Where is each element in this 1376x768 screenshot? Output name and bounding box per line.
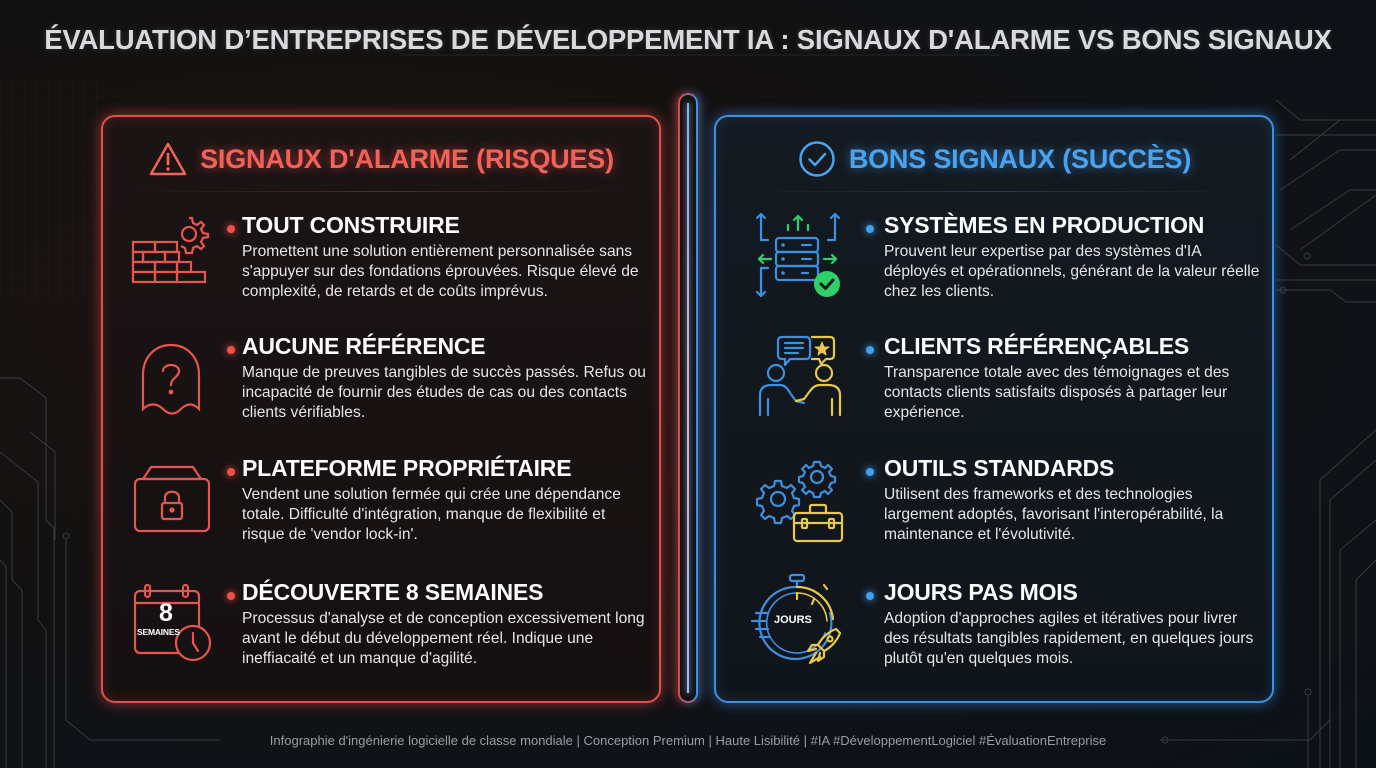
item-title: JOURS PAS MOIS [884,579,1078,605]
good-item-standard-tools: OUTILS STANDARDS Utilisent des framework… [716,455,1272,565]
alarm-item-proprietary-platform: PLATEFORME PROPRIÉTAIRE Vendent une solu… [103,455,659,565]
item-title: AUCUNE RÉFÉRENCE [242,333,486,359]
good-item-referenceable-clients: CLIENTS RÉFÉRENÇABLES Transparence total… [716,333,1272,443]
good-signals-panel: BONS SIGNAUX (SUCCÈS) [714,115,1274,703]
item-description: Vendent une solution fermée qui crée une… [242,486,621,543]
bullet-dot [866,592,874,600]
alarm-item-no-reference: AUCUNE RÉFÉRENCE Manque de preuves tangi… [103,333,659,443]
item-description: Manque de preuves tangibles de succès pa… [242,364,646,421]
good-item-days-not-months: JOURS JOURS PAS MOIS Adoption d'approche… [716,573,1272,689]
stopwatch-label: JOURS [774,614,812,626]
item-title: PLATEFORME PROPRIÉTAIRE [242,455,572,481]
bullet-dot [227,592,235,600]
header-divider [742,191,1246,192]
bullet-dot [227,346,235,354]
good-panel-title: BONS SIGNAUX (SUCCÈS) [848,143,1192,174]
gears-toolbox-icon [756,455,844,543]
item-description: Prouvent leur expertise par des systèmes… [884,243,1260,300]
alarm-panel-header: SIGNAUX D'ALARME (RISQUES) [103,137,659,181]
warning-triangle-icon [148,141,188,177]
item-description: Promettent une solution entièrement pers… [242,243,639,300]
item-title: SYSTÈMES EN PRODUCTION [884,212,1205,238]
stopwatch-rocket-icon: JOURS [750,573,846,669]
server-deploy-check-icon [756,212,840,298]
alarm-item-build-everything: TOUT CONSTRUIRE Promettent une solution … [103,212,659,322]
bullet-dot [227,225,235,233]
handshake-testimonial-icon [756,333,842,417]
alarm-panel-title: SIGNAUX D'ALARME (RISQUES) [200,143,614,174]
item-description: Utilisent des frameworks et des technolo… [884,486,1224,543]
ghost-question-icon [129,333,213,417]
header-divider [129,191,633,192]
item-title: DÉCOUVERTE 8 SEMAINES [242,579,544,605]
footer-caption: Infographie d'ingénierie logicielle de c… [269,733,1107,748]
locked-box-icon [129,455,213,539]
item-title: CLIENTS RÉFÉRENÇABLES [884,333,1190,359]
bullet-dot [866,468,874,476]
item-description: Transparence totale avec des témoignages… [884,364,1230,421]
brick-wall-gear-icon [129,212,213,296]
calendar-clock-icon: 8 SEMAINES [129,579,213,663]
bullet-dot [227,468,235,476]
alarm-signals-panel: SIGNAUX D'ALARME (RISQUES) TOUT CONSTRUI… [101,115,661,703]
good-panel-header: BONS SIGNAUX (SUCCÈS) [716,137,1272,181]
item-description: Processus d'analyse et de conception exc… [242,610,645,667]
page-title: ÉVALUATION D’ENTREPRISES DE DÉVELOPPEMEN… [44,24,1332,55]
center-divider [678,93,698,703]
calendar-label: SEMAINES [137,627,180,637]
alarm-item-8-week-discovery: 8 SEMAINES DÉCOUVERTE 8 SEMAINES Process… [103,579,659,689]
item-title: OUTILS STANDARDS [884,455,1115,481]
item-description: Adoption d'approches agiles et itérative… [884,610,1254,667]
calendar-number: 8 [159,599,173,627]
bullet-dot [866,346,874,354]
item-title: TOUT CONSTRUIRE [242,212,460,238]
check-circle-icon [797,139,837,179]
bullet-dot [866,225,874,233]
good-item-production-systems: SYSTÈMES EN PRODUCTION Prouvent leur exp… [716,212,1272,322]
